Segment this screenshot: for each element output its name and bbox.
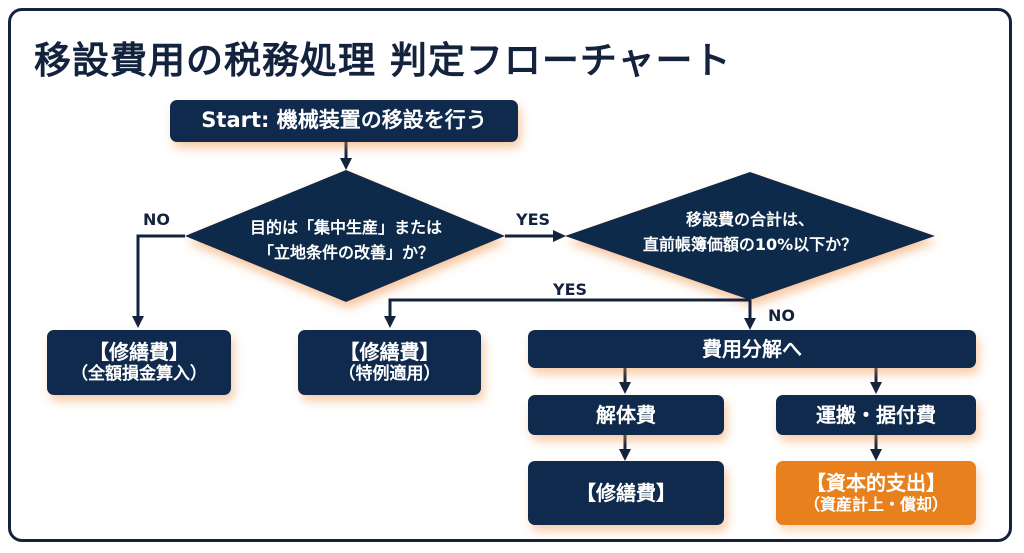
dismantle-node: 解体費 [528,395,724,435]
edge-d2-yes [388,298,750,318]
edge-label-d2-yes: YES [553,280,588,299]
repair-full-node: 【修繕費】 （全額損金算入） [47,330,231,395]
decision2-line2: 直前帳簿価額の10%以下か？ [642,234,858,254]
capital-expenditure-node: 【資本的支出】 （資産計上・償却） [776,461,976,525]
capital-main: 【資本的支出】 [806,471,946,495]
repair-special-node: 【修繕費】 （特例適用） [298,330,481,395]
edge-d1-no [136,234,185,318]
edge-label-d1-no: NO [143,210,170,229]
decision1-text: 目的は「集中生産」または 「立地条件の改善」か？ [226,216,466,266]
repair-full-sub: （全額損金算入） [71,363,207,384]
decision1-diamond [185,170,505,302]
transport-node: 運搬・据付費 [776,395,976,435]
dismantle-label: 解体費 [596,403,656,427]
arrowhead [132,316,144,328]
repair-special-sub: （特例適用） [338,363,441,384]
transport-label: 運搬・据付費 [816,403,936,427]
arrowhead [384,316,396,328]
arrowhead [744,318,756,330]
repair-special-main: 【修繕費】 [339,339,440,364]
repair-dismantle-node: 【修繕費】 [528,461,724,525]
decision2-diamond [565,172,935,300]
arrowhead [619,449,631,461]
arrowhead [870,449,882,461]
decompose-node: 費用分解へ [528,330,976,368]
repair-dismantle-main: 【修繕費】 [576,481,676,505]
arrowhead [870,382,882,394]
decision1-line2: 「立地条件の改善」か？ [257,242,434,262]
repair-full-main: 【修繕費】 [89,339,189,364]
arrowhead [619,382,631,394]
page-title: 移設費用の税務処理 判定フローチャート [34,39,732,82]
start-node: Start: 機械装置の移設を行う [170,100,518,142]
edge-label-d2-no: NO [768,306,795,325]
arrowhead [340,158,352,170]
edge-label-d1-yes: YES [516,210,551,229]
diagram-frame [8,8,1012,542]
decision1-line1: 目的は「集中生産」または [249,218,442,237]
decompose-label: 費用分解へ [702,337,802,361]
decision2-line1: 移設費の合計は、 [685,210,814,229]
decision2-text: 移設費の合計は、 直前帳簿価額の10%以下か？ [630,208,870,258]
capital-sub: （資産計上・償却） [803,495,948,514]
arrowhead [553,230,566,242]
start-label: Start: 機械装置の移設を行う [201,108,487,133]
